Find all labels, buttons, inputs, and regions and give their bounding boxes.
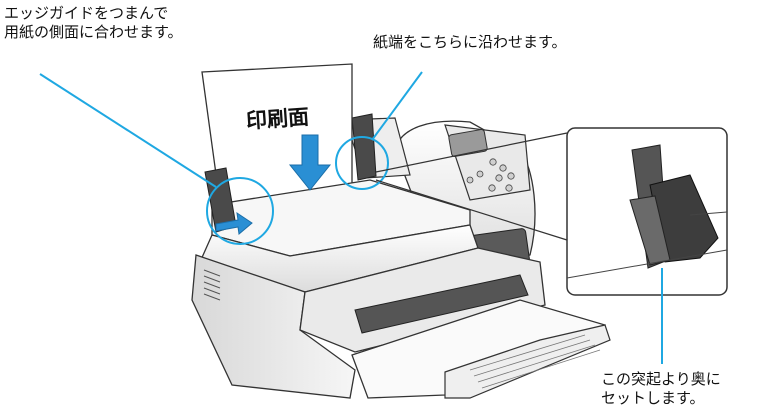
print-side-label: 印刷面 bbox=[245, 104, 310, 134]
paper-edge-leader-line bbox=[371, 71, 423, 141]
panel-buttons bbox=[466, 158, 515, 192]
paper-edge-callout-line1: 紙端をこちらに沿わせます。 bbox=[373, 33, 567, 51]
down-arrow-icon bbox=[288, 134, 332, 191]
zoom-connector bbox=[375, 132, 568, 241]
printer-body bbox=[191, 179, 546, 399]
edge-guide-leader-line bbox=[39, 73, 217, 188]
edge-guide-callout-line1: エッジガイドをつまんで bbox=[4, 4, 169, 22]
right-paper-guide bbox=[351, 113, 377, 181]
edge-guide-highlight-circle bbox=[206, 177, 274, 245]
protrusion-callout-line2: セットします。 bbox=[601, 389, 705, 407]
vent-grille bbox=[203, 269, 221, 301]
protrusion-callout: この突起より奥に セットします。 bbox=[601, 370, 721, 408]
detail-inset bbox=[566, 127, 728, 364]
paper-edge-highlight-circle bbox=[335, 136, 389, 190]
output-tray bbox=[351, 299, 611, 399]
edge-guide-callout-line2: 用紙の側面に合わせます。 bbox=[4, 23, 183, 41]
edge-guide-callout: エッジガイドをつまんで 用紙の側面に合わせます。 bbox=[4, 4, 183, 42]
paper-edge-callout: 紙端をこちらに沿わせます。 bbox=[373, 33, 567, 52]
lcd-screen bbox=[448, 129, 488, 157]
protrusion-callout-line1: この突起より奥に bbox=[601, 370, 721, 388]
right-arrow-icon bbox=[215, 211, 253, 235]
